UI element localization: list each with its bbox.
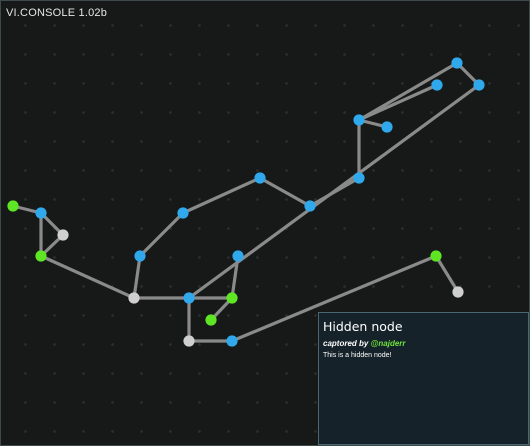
graph-node-hidden[interactable] <box>452 286 464 298</box>
node-info-panel: Hidden node captored by @najderr This is… <box>318 312 529 445</box>
graph-node-captured[interactable] <box>205 314 217 326</box>
graph-node-standard[interactable] <box>381 121 393 133</box>
graph-node-standard[interactable] <box>183 292 195 304</box>
graph-node-standard[interactable] <box>254 172 266 184</box>
graph-node-standard[interactable] <box>451 57 463 69</box>
graph-edges <box>11 61 481 343</box>
graph-node-standard[interactable] <box>431 79 443 91</box>
graph-nodes <box>7 57 485 347</box>
graph-edge <box>181 176 262 215</box>
graph-node-standard[interactable] <box>226 335 238 347</box>
captor-username[interactable]: @najderr <box>370 339 406 348</box>
captured-by-label: captored by <box>323 339 369 348</box>
console-title: VI.CONSOLE 1.02b <box>6 7 108 19</box>
graph-node-standard[interactable] <box>134 250 146 262</box>
graph-edge <box>230 254 240 300</box>
graph-node-hidden[interactable] <box>128 292 140 304</box>
graph-node-hidden[interactable] <box>183 335 195 347</box>
graph-node-standard[interactable] <box>473 79 485 91</box>
graph-edge <box>39 254 136 300</box>
graph-edge <box>434 254 460 294</box>
graph-node-captured[interactable] <box>430 250 442 262</box>
graph-node-standard[interactable] <box>304 200 316 212</box>
graph-node-hidden[interactable] <box>57 229 69 241</box>
graph-node-captured[interactable] <box>7 200 19 212</box>
graph-edge <box>230 254 438 343</box>
node-info-description: This is a hidden node! <box>323 352 392 359</box>
graph-node-standard[interactable] <box>35 207 47 219</box>
graph-edge <box>357 61 459 122</box>
graph-edge <box>138 211 185 258</box>
graph-node-captured[interactable] <box>226 292 238 304</box>
graph-edge <box>132 254 142 300</box>
graph-node-standard[interactable] <box>353 172 365 184</box>
node-info-title: Hidden node <box>323 319 403 334</box>
graph-node-standard[interactable] <box>232 250 244 262</box>
graph-node-standard[interactable] <box>353 114 365 126</box>
node-info-captor-line: captored by @najderr <box>323 339 524 348</box>
graph-node-captured[interactable] <box>35 250 47 262</box>
graph-node-standard[interactable] <box>177 207 189 219</box>
graph-edge <box>258 176 312 208</box>
